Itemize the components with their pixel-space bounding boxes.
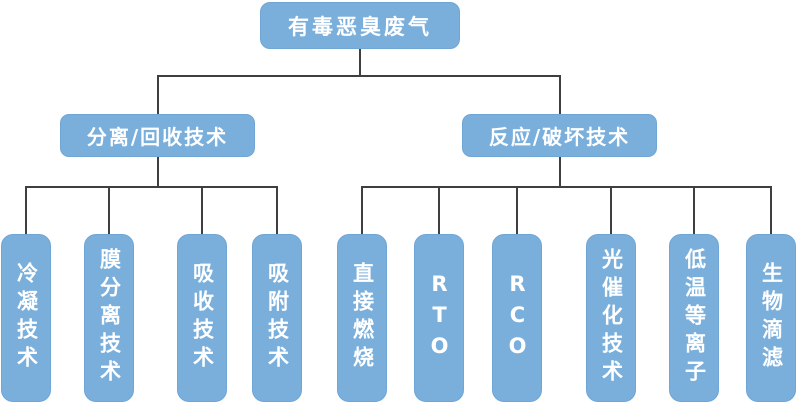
connector-leaf-drop	[361, 186, 363, 234]
node-leaf-rto: RTO	[414, 234, 464, 402]
node-root: 有毒恶臭废气	[260, 2, 460, 49]
connector-leaf-drop	[108, 186, 110, 234]
node-leaf-label: RTO	[427, 271, 452, 365]
node-root-label: 有毒恶臭废气	[288, 14, 432, 39]
node-leaf-direct-combustion: 直接燃烧	[337, 234, 387, 402]
node-leaf-label: 低温等离子	[682, 248, 707, 388]
node-leaf-adsorption: 吸附技术	[252, 234, 302, 402]
node-leaf-label: 吸附技术	[265, 262, 290, 374]
connector-branch-left-drop	[157, 75, 159, 114]
node-leaf-label: 生物滴滤	[759, 262, 784, 374]
node-branch-reaction-destruction: 反应/破坏技术	[462, 114, 657, 157]
connector-leaf-drop	[25, 186, 27, 234]
node-leaf-rco: RCO	[492, 234, 542, 402]
connector-leaf-drop	[770, 186, 772, 234]
connector-branches-bar	[157, 75, 561, 77]
connector-leaf-drop	[201, 186, 203, 234]
connector-left-branch-stem	[157, 157, 159, 186]
node-branch-label: 分离/回收技术	[86, 125, 229, 149]
connector-root-stem	[359, 49, 361, 75]
node-branch-separation-recovery: 分离/回收技术	[60, 114, 255, 157]
node-leaf-absorption: 吸收技术	[177, 234, 227, 402]
node-leaf-photocatalysis: 光催化技术	[586, 234, 636, 402]
node-leaf-label: RCO	[505, 271, 530, 365]
node-leaf-condensation: 冷凝技术	[1, 234, 51, 402]
connector-leaf-drop	[276, 186, 278, 234]
connector-leaf-drop	[516, 186, 518, 234]
connector-right-branch-stem	[559, 157, 561, 186]
connector-leaf-drop	[438, 186, 440, 234]
node-leaf-label: 吸收技术	[190, 262, 215, 374]
node-leaf-bio-trickling: 生物滴滤	[746, 234, 796, 402]
node-leaf-label: 光催化技术	[599, 248, 624, 388]
node-leaf-low-temp-plasma: 低温等离子	[669, 234, 719, 402]
connector-branch-right-drop	[559, 75, 561, 114]
node-branch-label: 反应/破坏技术	[488, 125, 631, 149]
node-leaf-membrane-separation: 膜分离技术	[84, 234, 134, 402]
node-leaf-label: 膜分离技术	[97, 248, 122, 388]
node-leaf-label: 冷凝技术	[14, 262, 39, 374]
connector-right-leaves-bar	[361, 186, 772, 188]
connector-leaf-drop	[610, 186, 612, 234]
connector-leaf-drop	[693, 186, 695, 234]
node-leaf-label: 直接燃烧	[350, 262, 375, 374]
connector-left-leaves-bar	[25, 186, 278, 188]
